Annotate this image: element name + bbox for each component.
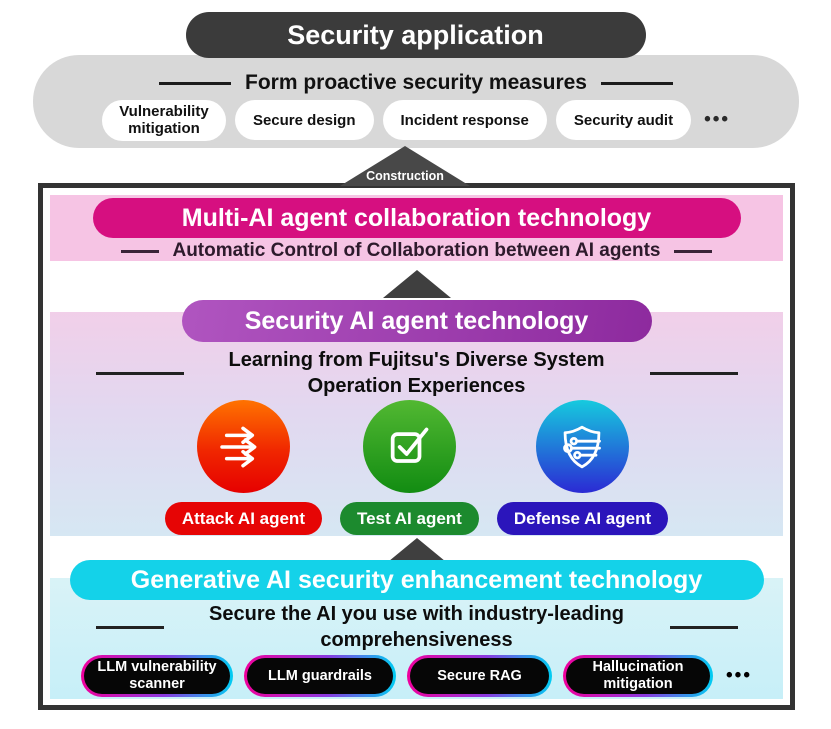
proactive-measures-heading-row: Form proactive security measures: [33, 69, 799, 97]
attack-agent: Attack AI agent: [164, 400, 322, 535]
right-rule: [649, 372, 738, 376]
pill-llm-vulnerability-scanner-label: LLM vulnerability scanner: [84, 658, 231, 694]
test-agent-label: Test AI agent: [356, 508, 462, 528]
left-rule: [159, 81, 231, 85]
multi-ai-subtitle-row: Automatic Control of Collaboration betwe…: [43, 240, 790, 262]
proactive-measures-heading: Form proactive security measures: [245, 71, 587, 94]
test-agent-badge: [362, 400, 456, 493]
multi-ai-title-pill: Multi-AI agent collaboration technology: [92, 198, 741, 238]
construction-arrow: Construction: [340, 146, 470, 186]
measure-pill-incident-response: Incident response: [382, 100, 547, 141]
measures-pill-row: Vulnerability mitigation Secure design I…: [33, 100, 799, 141]
pill-llm-guardrails: LLM guardrails: [244, 655, 397, 697]
left-dash: [121, 249, 160, 253]
defense-agent: Defense AI agent: [496, 400, 669, 535]
generative-ai-subtitle: Secure the AI you use with industry-lead…: [209, 603, 624, 651]
pill-hallucination-mitigation-label: Hallucination mitigation: [566, 658, 711, 694]
security-ai-subtitle-row: Learning from Fujitsu's Diverse System O…: [43, 348, 790, 399]
security-ai-title: Security AI agent technology: [244, 306, 589, 335]
pill-llm-guardrails-label: LLM guardrails: [247, 658, 394, 694]
shield-circuit-icon: [563, 425, 602, 468]
test-agent: Test AI agent: [339, 400, 479, 535]
attack-arrows-icon: [220, 426, 257, 467]
attack-agent-badge: [196, 400, 290, 493]
ellipsis-icon: •••: [704, 109, 731, 131]
generative-ai-title-pill: Generative AI security enhancement techn…: [69, 560, 764, 600]
measure-pill-secure-design: Secure design: [234, 100, 374, 141]
defense-agent-label-pill: Defense AI agent: [496, 502, 669, 535]
right-rule: [669, 626, 738, 630]
security-ai-subtitle: Learning from Fujitsu's Diverse System O…: [228, 349, 605, 397]
test-agent-label-pill: Test AI agent: [339, 502, 479, 535]
pill-secure-rag: Secure RAG: [407, 655, 553, 697]
up-triangle-icon: [340, 146, 470, 186]
security-application-panel: Form proactive security measures Vulnera…: [33, 55, 799, 148]
ellipsis-icon: •••: [726, 665, 752, 686]
construction-label: Construction: [366, 169, 444, 183]
defense-agent-badge: [535, 400, 629, 493]
right-dash: [673, 249, 712, 253]
attack-agent-label-pill: Attack AI agent: [164, 502, 322, 535]
pill-llm-vulnerability-scanner: LLM vulnerability scanner: [81, 655, 234, 697]
security-ai-title-pill: Security AI agent technology: [181, 300, 652, 342]
ai-agents-row: Attack AI agent Test AI agent: [43, 400, 790, 535]
left-rule: [95, 372, 184, 376]
defense-agent-label: Defense AI agent: [513, 508, 652, 528]
measure-pill-vulnerability-mitigation: Vulnerability mitigation: [101, 100, 226, 141]
generative-ai-pill-row: LLM vulnerability scanner LLM guardrails…: [43, 655, 790, 697]
right-rule: [601, 81, 673, 85]
security-application-header: Security application: [185, 12, 646, 58]
generative-ai-title: Generative AI security enhancement techn…: [130, 565, 703, 594]
pill-hallucination-mitigation: Hallucination mitigation: [563, 655, 714, 697]
checkbox-check-icon: [391, 427, 429, 463]
pill-secure-rag-label: Secure RAG: [410, 658, 550, 694]
multi-ai-title: Multi-AI agent collaboration technology: [181, 203, 652, 232]
measure-pill-security-audit: Security audit: [555, 100, 692, 141]
left-rule: [95, 626, 164, 630]
attack-agent-label: Attack AI agent: [181, 508, 305, 528]
technology-stack-box: Multi-AI agent collaboration technology …: [38, 183, 795, 710]
security-application-title: Security application: [287, 19, 544, 50]
multi-ai-subtitle: Automatic Control of Collaboration betwe…: [172, 240, 661, 261]
generative-ai-subtitle-row: Secure the AI you use with industry-lead…: [43, 602, 790, 653]
up-triangle-icon: [382, 270, 451, 298]
